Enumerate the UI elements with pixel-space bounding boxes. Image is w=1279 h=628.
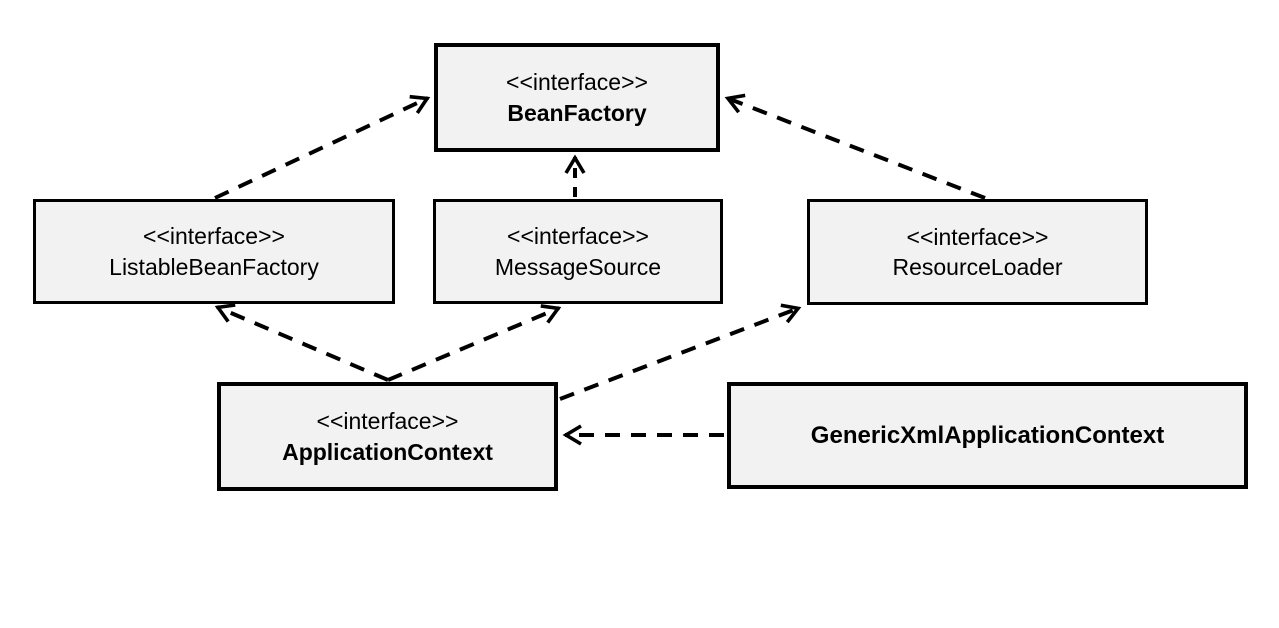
edge-resourceloader-to-beanfactory [724, 93, 986, 200]
generic-xml-application-context-name: GenericXmlApplicationContext [810, 421, 1165, 449]
node-bean-factory: <<interface>> BeanFactory [434, 43, 720, 152]
resource-loader-stereotype: <<interface>> [906, 223, 1049, 250]
edge-applicationcontext-to-messagesource [387, 304, 562, 382]
edge-listablebeanfactory-to-beanfactory [214, 94, 431, 200]
bean-factory-name: BeanFactory [507, 99, 647, 126]
edge-applicationcontext-to-listablebeanfactory [214, 303, 389, 382]
listable-bean-factory-name: ListableBeanFactory [109, 253, 319, 280]
node-message-source: <<interface>> MessageSource [433, 199, 723, 304]
listable-bean-factory-stereotype: <<interface>> [143, 223, 285, 250]
node-application-context: <<interface>> ApplicationContext [217, 382, 558, 491]
node-listable-bean-factory: <<interface>> ListableBeanFactory [33, 199, 395, 304]
bean-factory-stereotype: <<interface>> [506, 69, 648, 96]
node-resource-loader: <<interface>> ResourceLoader [807, 199, 1148, 305]
resource-loader-name: ResourceLoader [892, 254, 1063, 280]
message-source-stereotype: <<interface>> [507, 223, 649, 250]
application-context-stereotype: <<interface>> [316, 408, 459, 435]
node-generic-xml-application-context: GenericXmlApplicationContext [727, 382, 1248, 489]
message-source-name: MessageSource [494, 253, 662, 280]
application-context-name: ApplicationContext [282, 438, 493, 465]
